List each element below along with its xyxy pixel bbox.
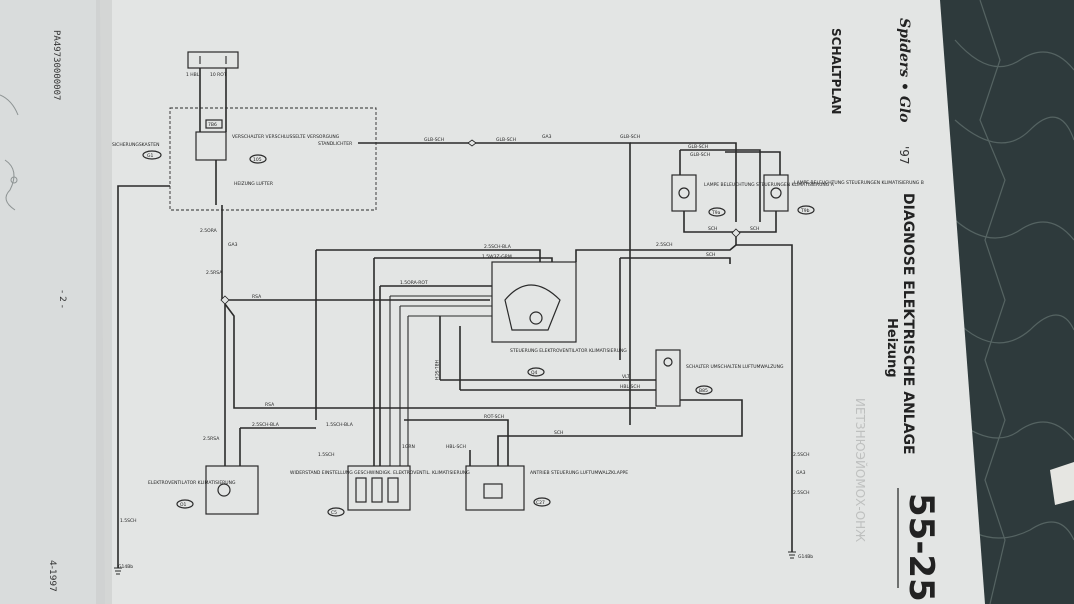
footer-date: 4-1997 [47, 560, 57, 592]
svg-text:SCH: SCH [708, 226, 717, 232]
svg-text:T9b: T9b [800, 208, 810, 214]
header-block: Spiders • Glo '97 DIAGNOSE ELEKTRISCHE A… [884, 18, 941, 602]
svg-text:Q4: Q4 [531, 370, 538, 376]
fuse-box-label: SICHERUNGSKASTEN [112, 142, 159, 148]
paper-corner [1050, 462, 1074, 505]
svg-text:2.5SCH-BLA: 2.5SCH-BLA [484, 244, 512, 250]
page-subtitle: Heizung [884, 318, 899, 378]
svg-text:GA3: GA3 [542, 134, 552, 140]
model-year: '97 [897, 146, 911, 165]
switch-label: SCHALTER UMSCHALTEN LUFTUMWALZUNG [686, 364, 784, 370]
mirrored-text: ИЕТЗНЮЭЙОМОХ-ОНЖ [853, 398, 868, 542]
svg-text:GA3: GA3 [228, 242, 238, 248]
page-code: 55-25 [901, 493, 941, 602]
svg-text:B85: B85 [699, 388, 708, 394]
left-page [0, 0, 110, 604]
lamp-a-label: LAMPE BELEUCHTUNG STEUERUNGEN KLIMATISIE… [704, 182, 835, 188]
svg-text:2.5SCH: 2.5SCH [793, 490, 810, 496]
svg-text:ROT-SCH: ROT-SCH [484, 414, 504, 420]
fabric-pattern [954, 0, 1074, 604]
svg-text:GLB-SCH: GLB-SCH [690, 152, 710, 158]
svg-text:2.5SCH: 2.5SCH [793, 452, 810, 458]
fan-relay-label: HEIZUNG LUFTER [234, 181, 273, 187]
svg-text:2.5SCH-BLA: 2.5SCH-BLA [252, 422, 280, 428]
recirc-switch [655, 349, 681, 407]
relay-body [195, 131, 227, 161]
svg-text:105: 105 [253, 157, 262, 163]
fuse-box-outline [169, 107, 377, 211]
svg-text:SCH: SCH [750, 226, 759, 232]
motor-label: ELEKTROVENTILATOR KLIMATISIERUNG [148, 480, 236, 486]
footer-doc: PA49730000007 [51, 30, 61, 100]
svg-text:1 HBL: 1 HBL [186, 72, 200, 78]
section-title: SCHALTPLAN [829, 28, 843, 114]
svg-text:1.5ORA-ROT: 1.5ORA-ROT [400, 280, 428, 286]
control-unit [491, 261, 577, 343]
svg-text:O1: O1 [180, 502, 187, 508]
svg-text:HBL-SCH: HBL-SCH [433, 360, 439, 380]
svg-text:1.5SCH-BLA: 1.5SCH-BLA [326, 422, 354, 428]
flap-actuator [465, 465, 525, 511]
page-spine [96, 0, 112, 604]
doc-number: PA49730000007 [51, 30, 61, 100]
svg-text:2.5RSA: 2.5RSA [203, 436, 220, 442]
svg-text:GLB-SCH: GLB-SCH [688, 144, 708, 150]
svg-text:C5: C5 [331, 510, 337, 516]
svg-text:ИЕТЗНЮЭЙОМОХ-ОНЖ: ИЕТЗНЮЭЙОМОХ-ОНЖ [853, 398, 868, 542]
resistor-label: WIDERSTAND EINSTELLUNG GESCHWINDIGK. ELE… [290, 470, 470, 476]
svg-text:2.5ORA: 2.5ORA [200, 228, 218, 234]
print-date: 4-1997 [47, 560, 57, 592]
speed-resistor [347, 465, 411, 511]
schematic: 1 HBL 10 ROT SICHERUNGSKASTEN G1 7B6 VER… [112, 51, 924, 575]
footer-page: - 2 - [57, 290, 67, 308]
svg-text:RSA: RSA [252, 294, 262, 300]
svg-text:2.5SCH: 2.5SCH [656, 242, 673, 248]
svg-text:1.5W3Z-GRM: 1.5W3Z-GRM [482, 254, 512, 260]
standlichter-label: STANDLICHTER [318, 141, 352, 147]
svg-text:10 ROT: 10 ROT [210, 72, 227, 78]
svg-text:1.5SCH: 1.5SCH [120, 518, 137, 524]
actuator-label: ANTRIEB STEUERUNG LUFTUMWALZKLAPPE [530, 470, 628, 476]
svg-text:GLB-SCH: GLB-SCH [496, 137, 516, 143]
svg-text:HBL-SCH: HBL-SCH [620, 384, 640, 390]
svg-text:GA3: GA3 [796, 470, 806, 476]
svg-text:T9a: T9a [711, 210, 721, 216]
svg-text:1.5SCH: 1.5SCH [318, 452, 335, 458]
svg-text:HBL-SCH: HBL-SCH [446, 444, 466, 450]
svg-text:7B6: 7B6 [208, 122, 217, 128]
page-number: - 2 - [57, 290, 67, 308]
svg-text:SCH: SCH [554, 430, 563, 436]
svg-text:G1: G1 [147, 153, 153, 159]
svg-text:VLT: VLT [622, 374, 630, 380]
svg-text:GLB-SCH: GLB-SCH [620, 134, 640, 140]
logo-script: Spiders • Glo [896, 18, 912, 122]
ground-left: G14Bb [118, 564, 133, 570]
main-page [100, 0, 985, 604]
svg-text:2.5RSA: 2.5RSA [206, 270, 223, 276]
svg-text:1GRN: 1GRN [402, 444, 415, 450]
svg-text:GLB-SCH: GLB-SCH [424, 137, 444, 143]
svg-text:SCH: SCH [706, 252, 715, 258]
fan-motor [205, 465, 259, 515]
svg-text:C27: C27 [536, 500, 545, 506]
section-block: SCHALTPLAN [829, 28, 843, 114]
lamp-b-label: LAMPE BELEUCHTUNG STEUERUNGEN KLIMATISIE… [794, 180, 924, 186]
ground-right: G14Bb [798, 554, 813, 560]
battery-symbol [187, 51, 239, 69]
relay-label: VERSCHALTER VERSCHLUSSELTE VERSORGUNG [232, 134, 340, 140]
page-title: DIAGNOSE ELEKTRISCHE ANLAGE [900, 193, 916, 455]
control-label: STEUERUNG ELEKTROVENTILATOR KLIMATISIERU… [510, 348, 627, 354]
svg-text:RSA: RSA [265, 402, 275, 408]
left-page-marks [0, 94, 19, 211]
